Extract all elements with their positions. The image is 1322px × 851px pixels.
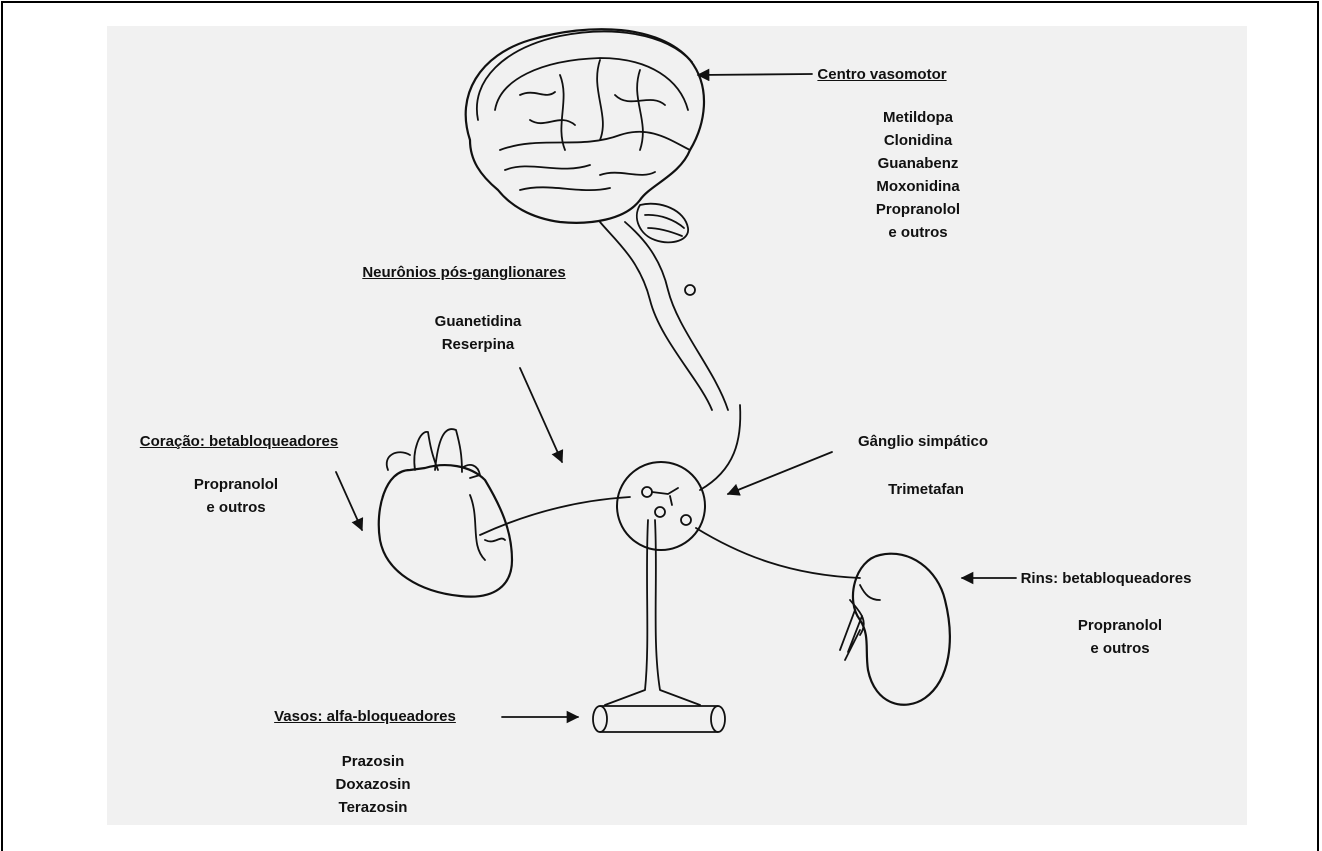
vessel-illustration: [593, 706, 725, 732]
drug-item: Propranolol: [194, 473, 278, 496]
kidneys-title: Rins: betabloqueadores: [1021, 568, 1192, 589]
heart-illustration: [379, 429, 512, 597]
arrow-to-ganglion: [728, 452, 832, 494]
neurons-drug-list: Guanetidina Reserpina: [435, 310, 522, 356]
nerve-to-vessel: [605, 520, 648, 705]
heart-title: Coração: betabloqueadores: [140, 431, 338, 452]
arrow-to-heart: [336, 472, 362, 530]
nerve-to-kidney: [696, 528, 860, 578]
drug-item: e outros: [1078, 637, 1162, 660]
kidneys-drug-list: Propranolol e outros: [1078, 614, 1162, 660]
ganglion-drug-list: Trimetafan: [888, 478, 964, 501]
drug-item: Metildopa: [876, 106, 960, 129]
drug-item: Doxazosin: [335, 773, 410, 796]
spinal-nerve: [700, 405, 740, 490]
center-drug-list: Metildopa Clonidina Guanabenz Moxonidina…: [876, 106, 960, 244]
drug-item: Moxonidina: [876, 175, 960, 198]
drug-item: e outros: [876, 221, 960, 244]
drug-item: Propranolol: [876, 198, 960, 221]
drug-item: Clonidina: [876, 129, 960, 152]
arrow-to-neurons: [520, 368, 562, 462]
vessels-drug-list: Prazosin Doxazosin Terazosin: [335, 750, 410, 819]
drug-item: Guanetidina: [435, 310, 522, 333]
drug-item: Terazosin: [335, 796, 410, 819]
neurons-title: Neurônios pós-ganglionares: [362, 262, 565, 283]
heart-drug-list: Propranolol e outros: [194, 473, 278, 519]
ganglion-title: Gânglio simpático: [858, 431, 988, 452]
ganglion-illustration: [617, 462, 705, 550]
drug-item: Trimetafan: [888, 478, 964, 501]
vessels-title: Vasos: alfa-bloqueadores: [274, 706, 456, 727]
drug-item: Propranolol: [1078, 614, 1162, 637]
center-title: Centro vasomotor: [817, 64, 946, 85]
arrow-to-brain: [698, 74, 812, 75]
drug-item: Prazosin: [335, 750, 410, 773]
kidney-illustration: [840, 554, 950, 705]
drug-item: Reserpina: [435, 333, 522, 356]
drug-item: Guanabenz: [876, 152, 960, 175]
drug-item: e outros: [194, 496, 278, 519]
